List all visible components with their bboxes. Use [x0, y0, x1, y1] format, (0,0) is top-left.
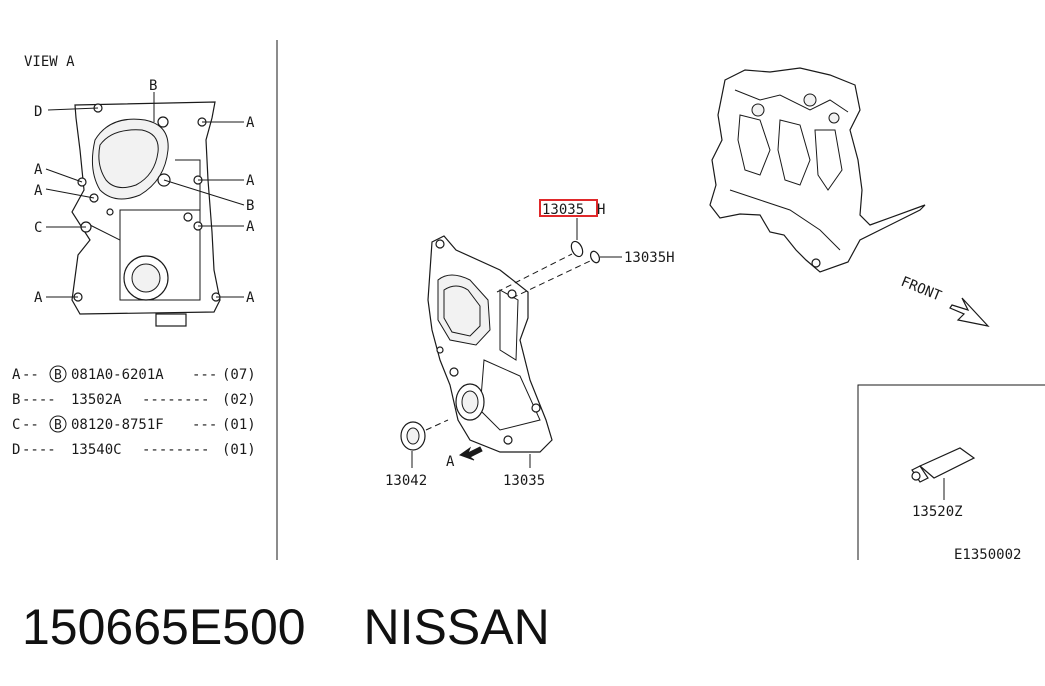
view-a-label-a-left-3: A [34, 290, 43, 306]
footer-part-number: 150665E500 [22, 599, 306, 655]
view-a-label-b-top: B [149, 78, 157, 94]
legend: A -- B 081A0-6201A --- (07) B ---- 13502… [12, 365, 256, 458]
legend-tail: -------- [142, 392, 209, 408]
legend-letter: B [12, 392, 20, 408]
legend-part: 13540C [71, 442, 122, 458]
view-a-arrow: A [446, 446, 483, 470]
view-a-label-b-right: B [246, 198, 254, 214]
view-a-leaders [45, 92, 245, 298]
legend-circle [49, 415, 67, 433]
front-arrow-icon [949, 297, 990, 327]
legend-part: 081A0-6201A [71, 367, 164, 383]
legend-row-a: A -- B 081A0-6201A --- (07) [12, 365, 256, 383]
oil-seal-drawing [400, 419, 449, 468]
view-title: VIEW A [24, 54, 75, 70]
legend-tail: --- [192, 417, 217, 433]
seal-part-label: 13042 [385, 473, 427, 489]
legend-qty: (02) [222, 392, 256, 408]
legend-dashes: ---- [22, 442, 56, 458]
legend-qty: (01) [222, 417, 256, 433]
dowel-part-label: 13035H [624, 250, 675, 266]
front-indicator: FRONT [899, 274, 990, 327]
legend-dashes: -- [22, 367, 39, 383]
arrow-icon [458, 446, 483, 461]
highlighted-part-label: 13035 [542, 202, 584, 218]
footer-caption: 150665E500 NISSAN [22, 598, 550, 656]
highlight-box [539, 199, 598, 217]
timing-cover-drawing [427, 235, 553, 453]
sealant-tube-drawing [911, 447, 976, 500]
front-label: FRONT [899, 274, 945, 305]
view-a-label-a-right-3: A [246, 219, 255, 235]
legend-row-b: B ---- 13502A -------- (02) [12, 392, 256, 408]
legend-tail: -------- [142, 442, 209, 458]
arrow-a-label: A [446, 454, 455, 470]
legend-letter: A [12, 367, 21, 383]
inset-box-border [857, 384, 1045, 560]
engine-block-drawing [709, 67, 926, 273]
view-a-label-a-right-2: A [246, 173, 255, 189]
legend-row-d: D ---- 13540C -------- (01) [12, 442, 256, 458]
view-a-label-c: C [34, 220, 42, 236]
sealant-part-label: 13520Z [912, 504, 963, 520]
legend-circle [49, 365, 67, 383]
cover-part-label: 13035 [503, 473, 545, 489]
legend-dashes: ---- [22, 392, 56, 408]
legend-circle-letter: B [54, 418, 62, 433]
legend-tail: --- [192, 367, 217, 383]
view-a-label-a-left-1: A [34, 162, 43, 178]
legend-part: 13502A [71, 392, 122, 408]
view-a-label-d: D [34, 104, 42, 120]
legend-qty: (07) [222, 367, 256, 383]
legend-circle-letter: B [54, 368, 62, 383]
legend-part: 08120-8751F [71, 417, 164, 433]
legend-letter: C [12, 417, 20, 433]
dowel-pins [496, 218, 622, 299]
diagram-id: E1350002 [954, 547, 1021, 563]
view-a-cover-drawing [71, 101, 221, 327]
view-a-label-a-right-4: A [246, 290, 255, 306]
highlighted-part-suffix: H [597, 202, 605, 218]
view-a-labels: B D A A A A B C A A A [34, 78, 255, 306]
legend-dashes: -- [22, 417, 39, 433]
footer-brand: NISSAN [363, 599, 550, 655]
view-a-label-a-right-1: A [246, 115, 255, 131]
legend-qty: (01) [222, 442, 256, 458]
legend-letter: D [12, 442, 20, 458]
legend-row-c: C -- B 08120-8751F --- (01) [12, 415, 256, 433]
view-a-label-a-left-2: A [34, 183, 43, 199]
